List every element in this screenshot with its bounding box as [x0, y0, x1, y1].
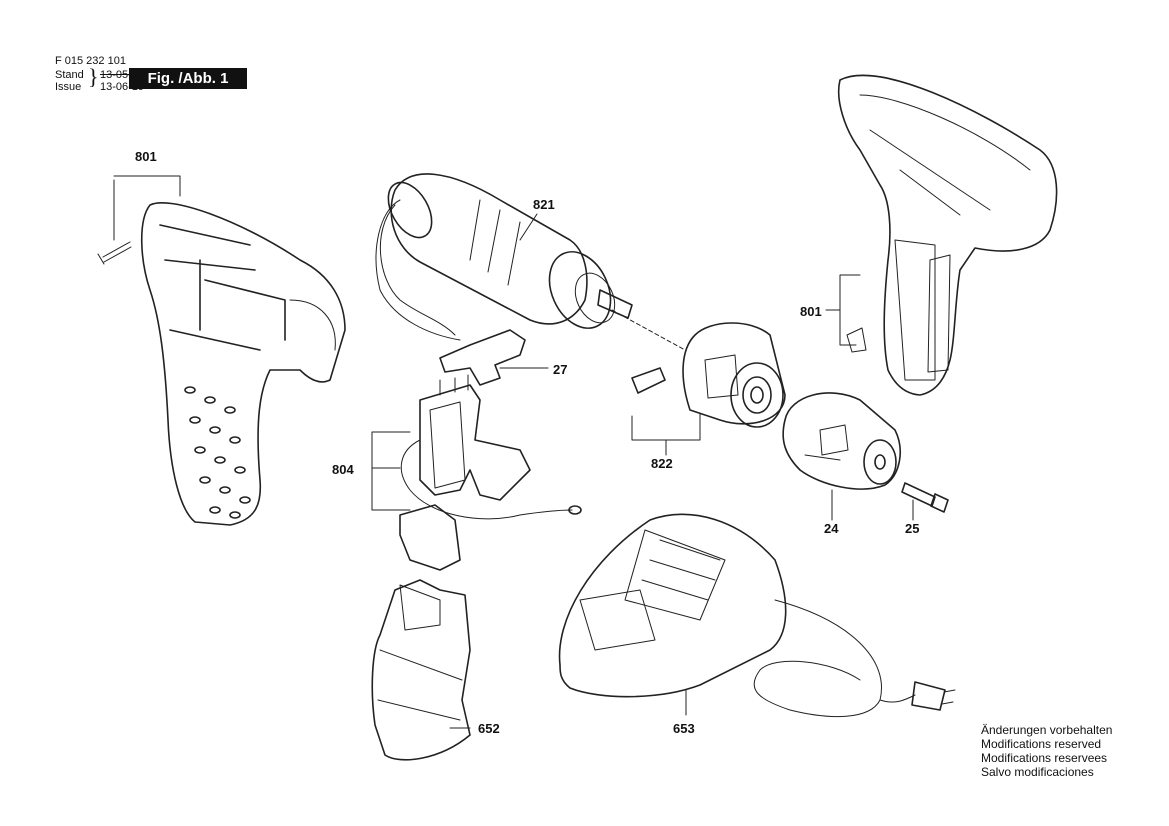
figure-label: Fig. /Abb. 1 [129, 68, 247, 89]
modification-notes: Änderungen vorbehalten Modifications res… [981, 723, 1112, 779]
chuck-24 [782, 392, 901, 490]
part-label-821: 821 [533, 197, 555, 212]
charger-653 [558, 513, 956, 717]
part-label-653: 653 [673, 721, 695, 736]
part-label-822: 822 [651, 456, 673, 471]
clip-27 [439, 329, 526, 386]
part-label-652: 652 [478, 721, 500, 736]
issue-label: Issue [55, 81, 82, 93]
gearbox-822 [631, 322, 786, 428]
housing-left-half [140, 201, 346, 526]
brace-icon: } [88, 64, 99, 89]
switch-804 [399, 374, 582, 571]
note-en: Modifications reserved [981, 737, 1102, 751]
stand-label: Stand [55, 69, 84, 81]
part-label-27: 27 [553, 362, 568, 377]
leader-lines [113, 175, 914, 729]
motor-821 [375, 173, 633, 341]
part-label-24: 24 [824, 521, 839, 536]
part-label-25: 25 [905, 521, 920, 536]
battery-652 [371, 579, 471, 761]
note-fr: Modifications reservees [981, 751, 1108, 765]
part-label-804: 804 [332, 462, 354, 477]
part-label-801-left: 801 [135, 149, 157, 164]
note-es: Salvo modificaciones [981, 765, 1094, 779]
document-number: F 015 232 101 [55, 55, 126, 67]
screw-25 [901, 482, 949, 513]
part-label-801-right: 801 [800, 304, 822, 319]
screw-801 [97, 241, 132, 265]
housing-right-half [837, 74, 1058, 396]
note-de: Änderungen vorbehalten [981, 723, 1113, 737]
